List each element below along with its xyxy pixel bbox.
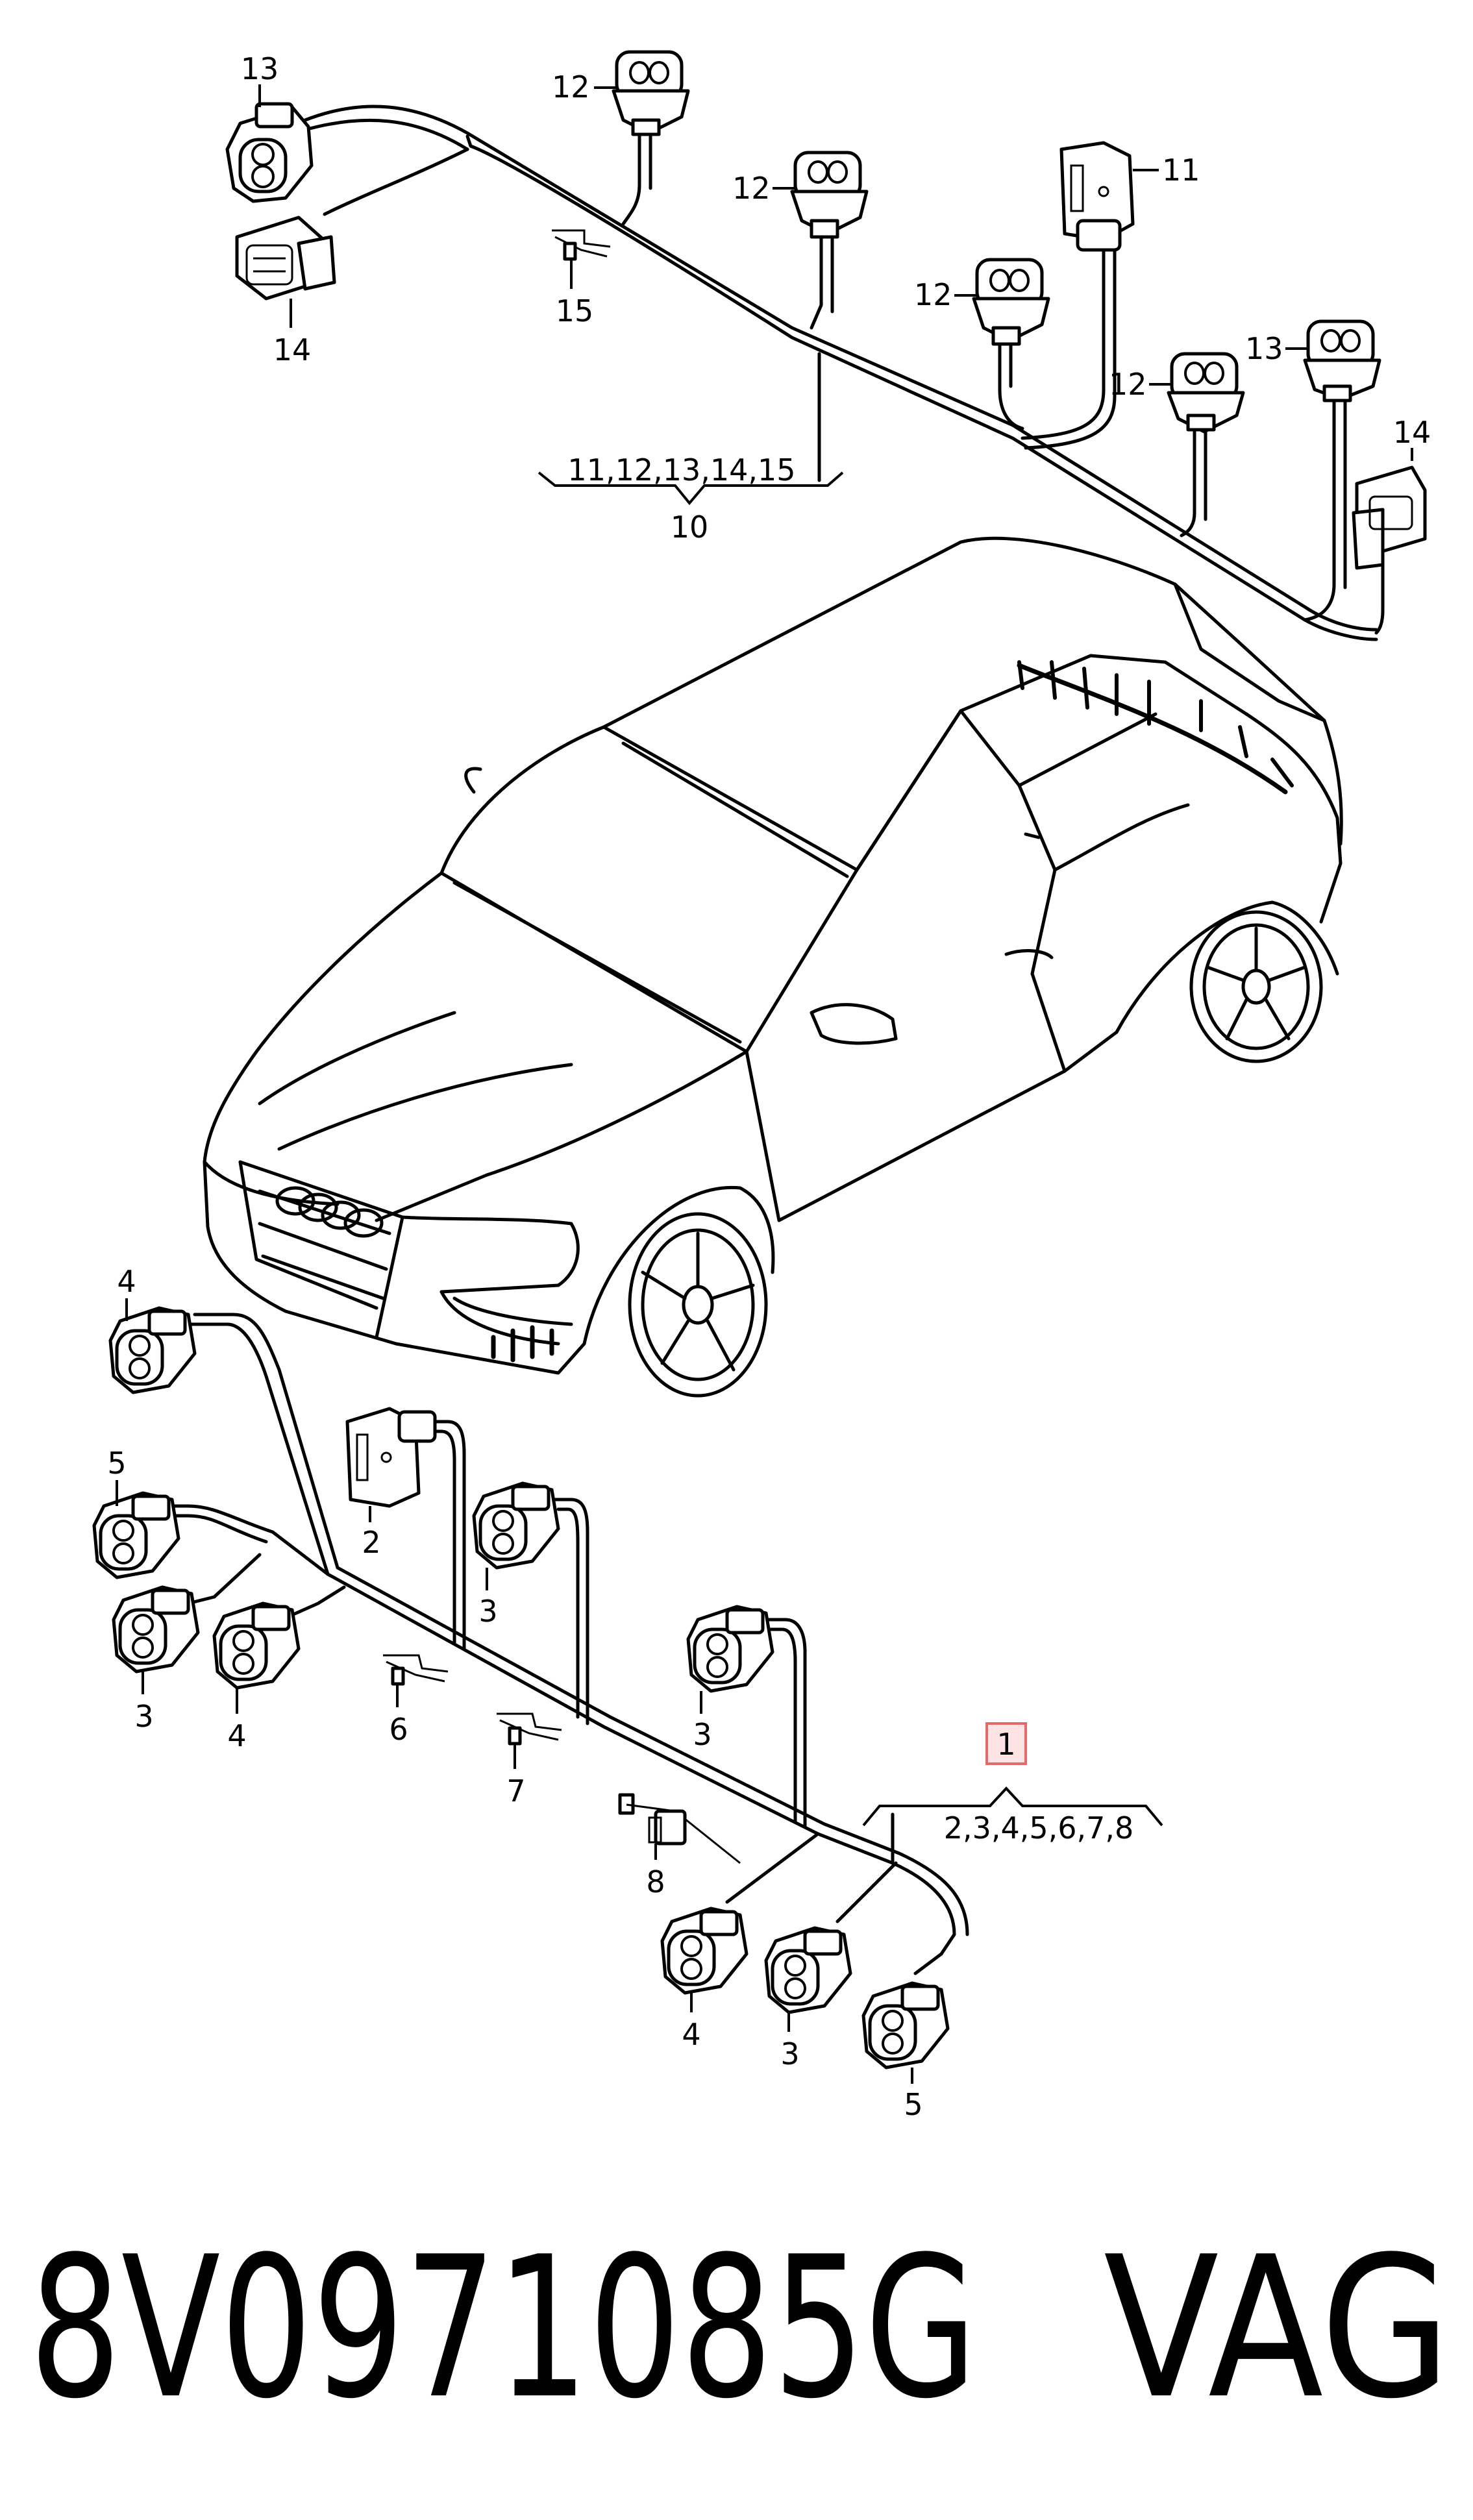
- connector-14-top-left: [235, 216, 336, 301]
- connector-4-a: [108, 1306, 197, 1394]
- connector-5-a: [92, 1491, 180, 1579]
- callout-highlight-1: [985, 1722, 1027, 1765]
- callout-10-parts: 11,12,13,14,15: [567, 452, 795, 488]
- callout-13-top-left: 13: [241, 51, 279, 86]
- leader-lines: [116, 84, 1413, 2084]
- callout-7: 7: [506, 1773, 525, 1809]
- car-illustration: [203, 536, 1343, 1398]
- callout-14-right: 14: [1393, 415, 1431, 450]
- clip-7: [497, 1712, 562, 1746]
- callout-3-d: 3: [780, 2036, 799, 2071]
- connector-13-top-left: [225, 102, 314, 203]
- callout-5-b: 5: [904, 2087, 922, 2122]
- connector-3-a: [112, 1585, 200, 1674]
- callout-5-a: 5: [107, 1446, 126, 1481]
- callout-12-a: 12: [552, 69, 590, 105]
- connector-3-c: [686, 1605, 774, 1693]
- harness-10: [303, 105, 1385, 641]
- connector-3-b: [472, 1481, 560, 1570]
- callout-1: 1: [996, 1727, 1015, 1762]
- connector-14-right: [1352, 465, 1427, 570]
- group-bracket-1: [862, 1786, 1163, 1827]
- connector-4-c: [660, 1907, 749, 1995]
- connector-12-c: [972, 258, 1050, 346]
- callout-8: 8: [646, 1864, 665, 1899]
- connector-2: [345, 1407, 437, 1508]
- callout-12-d: 12: [1109, 367, 1147, 402]
- clip-6: [383, 1654, 449, 1686]
- callout-14-top-left: 14: [273, 332, 312, 367]
- callout-4-a: 4: [117, 1264, 136, 1299]
- connector-12-b: [790, 151, 869, 239]
- clip-15: [552, 229, 611, 261]
- callout-15: 15: [556, 293, 594, 328]
- harness-1: [147, 1313, 969, 1975]
- callout-6: 6: [389, 1712, 408, 1747]
- callout-12-b: 12: [732, 171, 771, 206]
- callout-4-b: 4: [227, 1718, 246, 1753]
- group-bracket-10: [538, 471, 844, 506]
- callout-3-b: 3: [478, 1594, 497, 1629]
- connector-13-right: [1303, 319, 1381, 402]
- part-number-caption: 8V0971085G: [29, 2215, 977, 2441]
- callout-2: 2: [362, 1525, 380, 1560]
- callout-12-c: 12: [914, 277, 952, 312]
- callout-13-right: 13: [1245, 331, 1283, 366]
- connector-12-d: [1167, 352, 1245, 434]
- brand-caption: VAG: [1104, 2215, 1451, 2441]
- connector-4-b: [212, 1601, 301, 1690]
- holder-8: [618, 1793, 741, 1864]
- connector-11: [1059, 141, 1135, 252]
- callout-1-parts: 2,3,4,5,6,7,8: [944, 1810, 1134, 1846]
- connector-12-a: [612, 50, 690, 136]
- callout-10: 10: [671, 510, 709, 545]
- callout-3-a: 3: [134, 1699, 153, 1734]
- callout-4-c: 4: [682, 2017, 700, 2052]
- connector-3-d: [764, 1926, 852, 2014]
- callout-11: 11: [1162, 153, 1200, 188]
- callout-3-c: 3: [693, 1717, 712, 1752]
- connector-5-b: [861, 1981, 950, 2069]
